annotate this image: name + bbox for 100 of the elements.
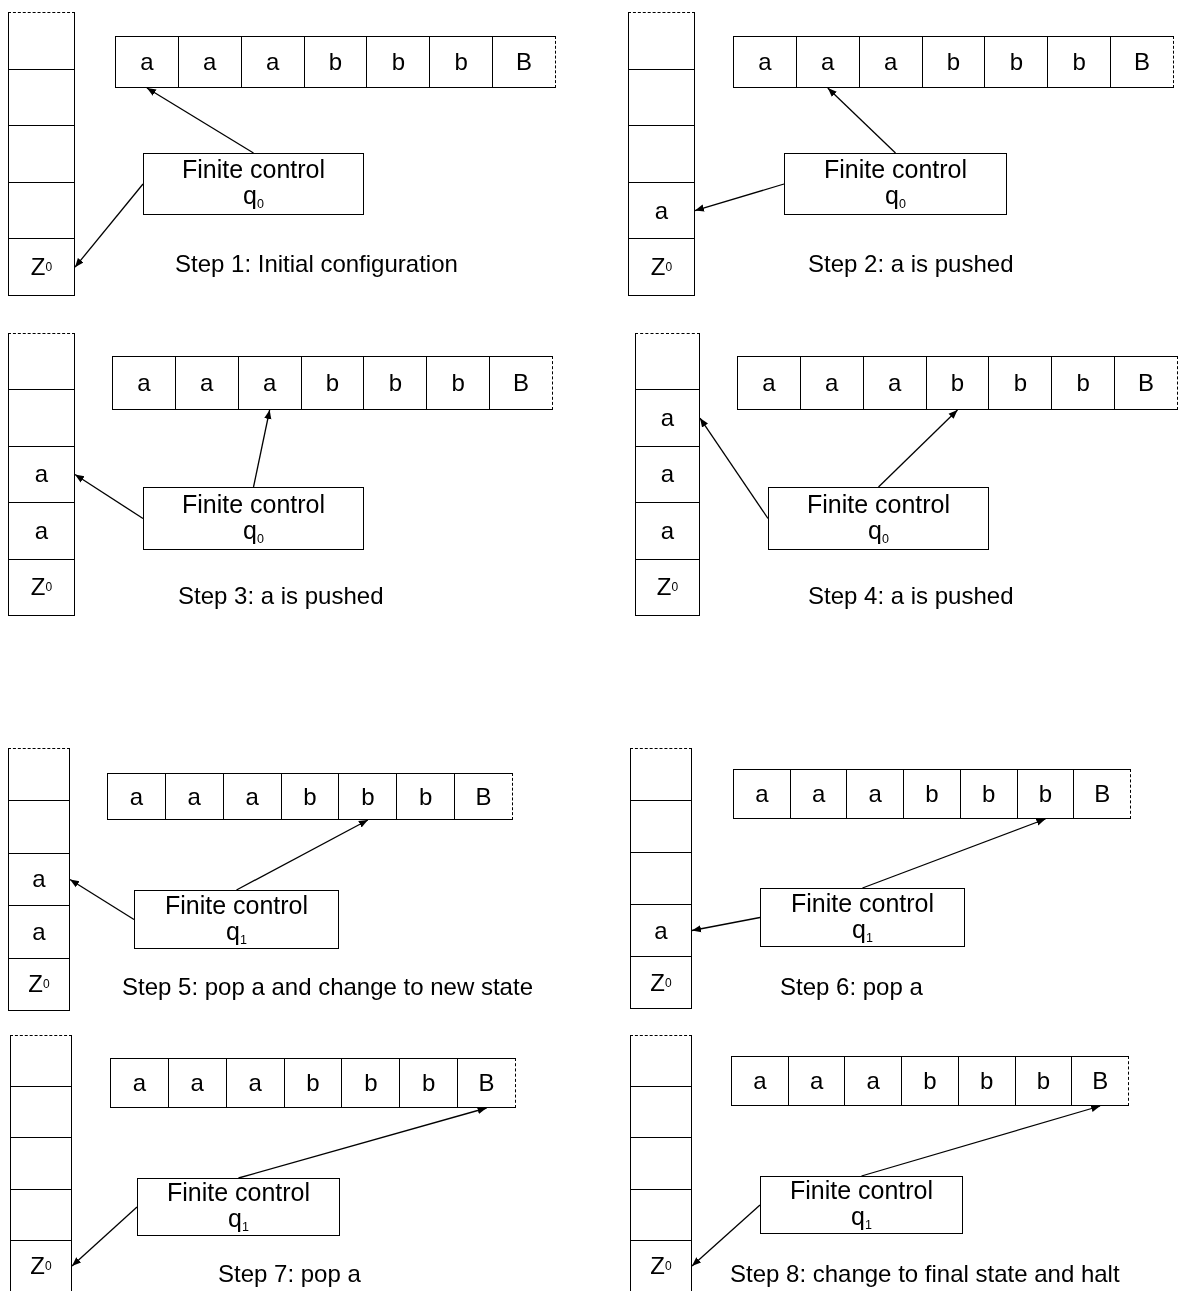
control-box [137,1178,340,1236]
control-box [143,153,364,215]
control-box [760,888,965,947]
tape-cell: b [959,769,1018,819]
stack-cell: a [635,502,700,560]
arrow [694,183,785,212]
tape-cell: a [733,36,797,88]
stack-cell: a [8,445,75,504]
tape-cell: b [396,773,456,820]
tape-cell: b [280,773,340,820]
arrow [237,1107,488,1179]
tape-cell: a [733,769,791,819]
tape-cell: B [1071,1056,1129,1106]
state-label: q$_{0}$ [885,182,906,212]
stack-cell [8,800,70,854]
arrow [74,183,144,268]
state-label: q$_{0}$ [243,182,264,212]
state-label: q$_{1}$ [228,1205,249,1235]
tape-cell: b [303,36,368,88]
stack-cell [630,1086,692,1139]
tape-cell: b [283,1058,343,1108]
stack-cell [635,333,700,391]
state-label: q$_{0}$ [868,516,889,547]
tape-cell: a [240,36,305,88]
arrow [146,87,255,154]
stack-cell [628,125,695,183]
arrow [71,1206,138,1267]
tape-cell: a [110,1058,169,1108]
tape-cell: b [300,356,365,410]
stack-cell [8,181,75,240]
stack-cell [10,1035,72,1088]
stack-cell [630,1035,692,1088]
stack-cell: a [8,905,70,959]
tape-cell: b [399,1058,459,1108]
tape-cell: b [1016,769,1075,819]
arrow [235,819,369,891]
tape-cell: a [174,356,239,410]
tape-cell: B [454,773,513,820]
control-box [143,487,364,550]
step-caption: Step 8: change to final state and halt [730,1260,1120,1289]
stack-cell [630,1137,692,1190]
arrow [827,87,897,154]
tape-cell: b [1051,356,1116,410]
step-caption: Step 5: pop a and change to new state [122,973,533,1002]
state-label: q$_{1}$ [852,915,873,946]
tape-cell: a [164,773,224,820]
stack-cell [8,389,75,447]
tape-cell: b [957,1056,1016,1106]
stack-cell [10,1137,72,1190]
tape-cell: a [167,1058,227,1108]
tape-cell: a [844,1056,903,1106]
stack-cell [630,748,692,801]
step-caption: Step 2: a is pushed [808,250,1014,279]
tape-cell: b [426,356,491,410]
control-label: Finite control [166,1179,311,1206]
tape-cell: b [984,36,1049,88]
arrow [74,473,144,520]
tape-cell: a [862,356,927,410]
stack-cell [8,748,70,802]
arrow [699,417,769,520]
state-label: q$_{1}$ [226,917,247,948]
tape-cell: a [737,356,801,410]
tape-cell: a [222,773,282,820]
stack-cell: a [630,904,692,957]
stack-cell [10,1188,72,1241]
stack-cell [8,125,75,183]
control-label: Finite control [790,889,935,916]
tape-cell: b [988,356,1053,410]
stack-cell [8,68,75,127]
control-box [760,1176,963,1234]
stack-cell [630,1188,692,1241]
stack-cell [628,12,695,70]
tape-cell: b [901,1056,959,1106]
stack-cell: a [635,389,700,447]
tape-cell: b [903,769,961,819]
arrow [877,409,959,488]
tape-cell: B [489,356,553,410]
tape-cell: a [795,36,860,88]
tape-cell: a [225,1058,285,1108]
tape-cell: a [115,36,179,88]
stack-cell [8,333,75,391]
stack-cell [630,800,692,853]
tape-cell: a [799,356,864,410]
tape-cell: a [731,1056,789,1106]
tape-cell: B [1114,356,1178,410]
step-caption: Step 6: pop a [780,973,923,1002]
tape-cell: b [429,36,494,88]
stack-cell [10,1086,72,1139]
arrow [69,878,135,921]
stack-cell: a [635,445,700,504]
control-box [784,153,1007,215]
step-caption: Step 3: a is pushed [178,582,384,611]
arrow [691,916,761,933]
stack-cell [628,68,695,127]
state-label: q$_{1}$ [851,1203,872,1233]
arrow [252,409,272,488]
control-box [134,890,339,949]
stack-cell: a [8,502,75,560]
tape-cell: b [341,1058,401,1108]
control-label: Finite control [823,156,968,183]
